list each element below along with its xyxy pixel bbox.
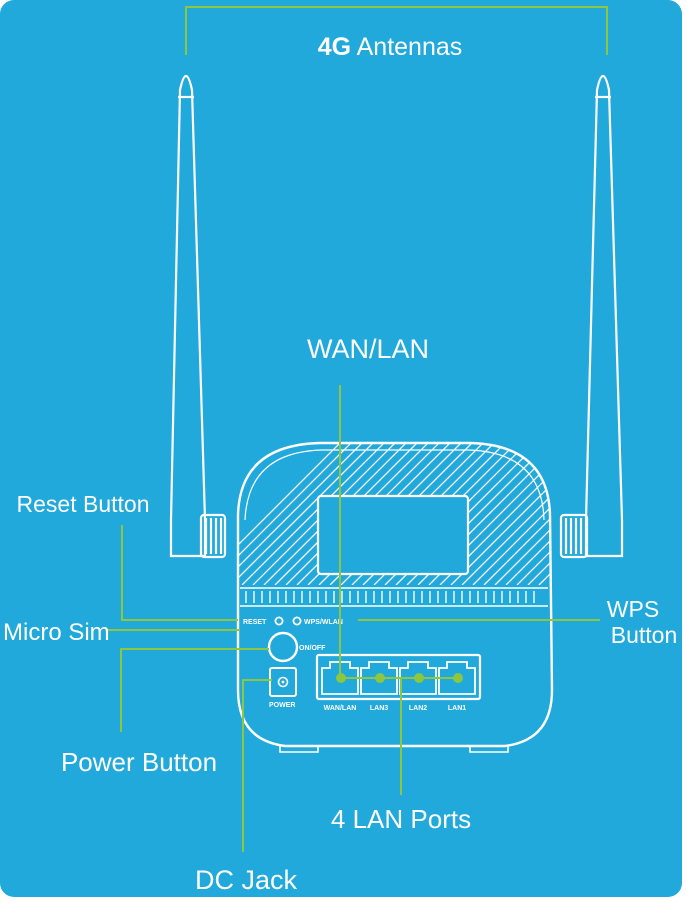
port-device-label: LAN1 [448,705,466,712]
wps-callout-line1: WPS [607,596,659,622]
ethernet-port [321,661,359,695]
port-device-label: LAN3 [370,705,388,712]
power-button [267,631,299,663]
power-button-callout: Power Button [61,747,217,777]
micro-sim-callout: Micro Sim [3,619,110,646]
left-antenna [169,74,227,559]
onoff-device-label: ON/OFF [299,645,326,652]
right-antenna [559,74,624,559]
router-body [236,441,554,753]
port-device-label: LAN2 [409,705,427,712]
ethernet-port [438,661,476,695]
port-block [315,653,482,701]
lan-ports-callout: 4 LAN Ports [331,804,471,834]
wps-device-label: WPS/WLAN [304,619,343,626]
power-device-label: POWER [269,702,295,709]
wan-lan-callout: WAN/LAN [307,334,429,364]
wps-callout-line2: Button [611,622,678,648]
ethernet-port [399,661,437,695]
antennas-title: 4G Antennas [318,33,463,61]
reset-pinhole [274,616,284,626]
leader-lines [106,6,608,852]
ethernet-port [360,661,398,695]
dc-jack-socket [269,667,297,697]
port-device-label: WAN/LAN [324,705,357,712]
reset-button-callout: Reset Button [17,491,150,517]
reset-device-label: RESET [243,619,267,626]
display-window [316,494,470,576]
wps-button [292,616,302,626]
dc-jack-callout: DC Jack [195,865,298,895]
